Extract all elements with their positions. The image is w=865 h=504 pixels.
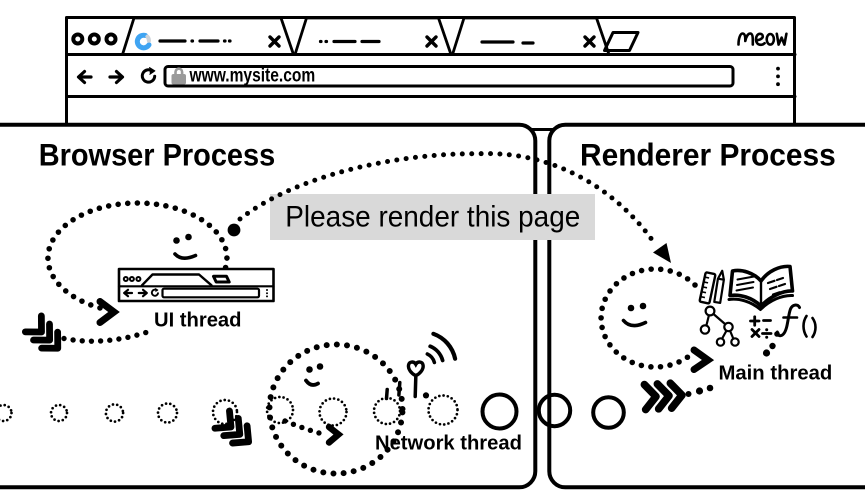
svg-text:UI thread: UI thread	[154, 310, 242, 332]
svg-text:Network thread: Network thread	[375, 433, 522, 455]
svg-text:Main thread: Main thread	[719, 363, 833, 385]
svg-text:www.mysite.com: www.mysite.com	[189, 64, 316, 86]
svg-text:Browser Process: Browser Process	[39, 138, 276, 172]
svg-text:Please render this page: Please render this page	[285, 201, 580, 234]
svg-text:Renderer Process: Renderer Process	[580, 137, 836, 173]
